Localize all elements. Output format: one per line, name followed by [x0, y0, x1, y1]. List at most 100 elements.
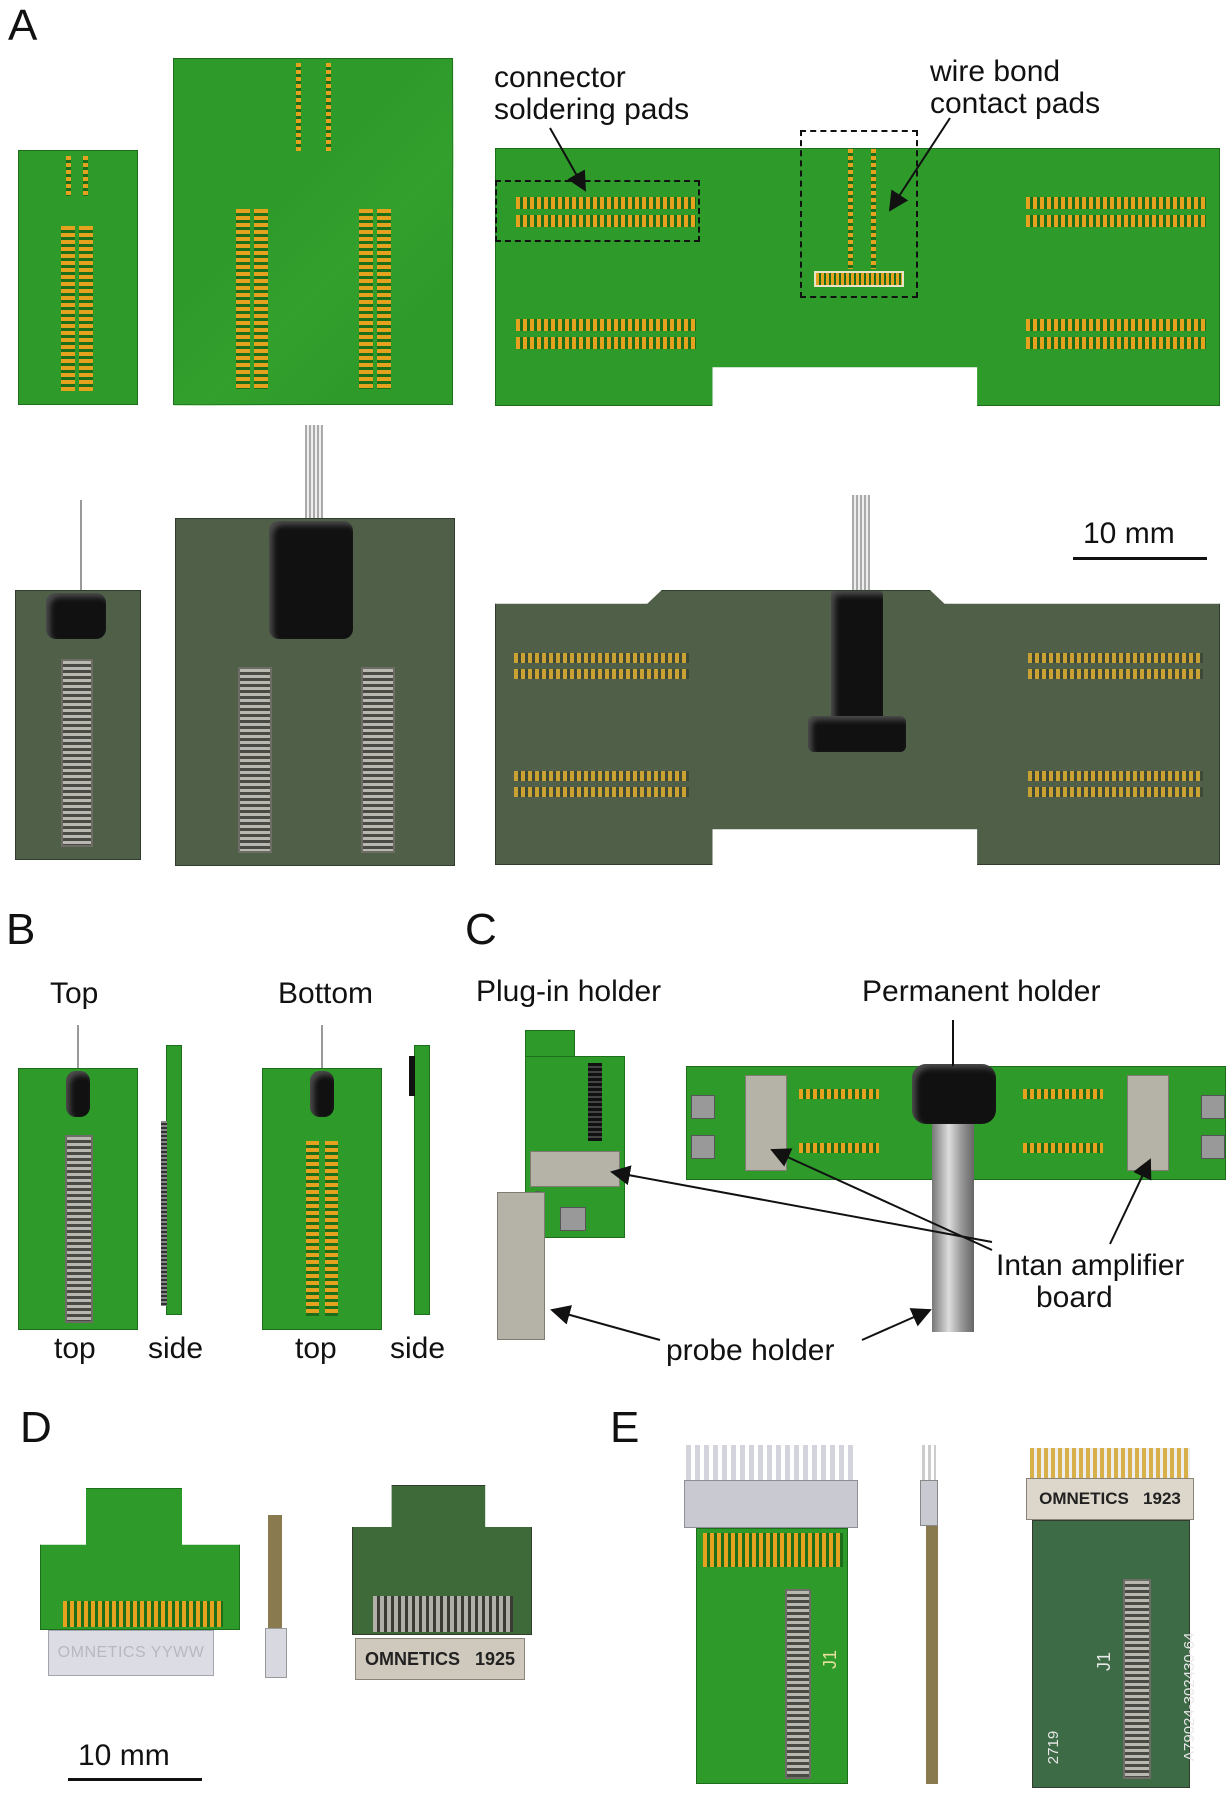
- small-probe-board-photo: [15, 590, 141, 860]
- connector-soldering-pads: [61, 226, 75, 391]
- panel-label-a: A: [8, 1, 38, 50]
- connector-text-photo-e: OMNETICS 1923: [1039, 1489, 1181, 1508]
- adapter-board-photo: J1 A79024-302430-64 2719: [1032, 1520, 1198, 1788]
- intan-label-line-1: Intan amplifier: [996, 1249, 1185, 1282]
- connector-soldering-pads: [516, 319, 696, 331]
- connector-soldering-pads: [359, 209, 373, 389]
- connector-soldering-pads: [63, 1601, 223, 1627]
- connector-text-photo: OMNETICS 1925: [364, 1649, 516, 1669]
- connector-soldering-pads: [799, 1143, 879, 1153]
- epoxy-encapsulation: [310, 1071, 334, 1117]
- omnetics-connector-photo: OMNETICS 1925: [355, 1638, 525, 1680]
- wire-bond-pads: [326, 63, 331, 151]
- connector-soldering-pads: [514, 653, 689, 663]
- connector-soldering-pads: [516, 215, 696, 227]
- connector-soldering-pads: [516, 337, 696, 349]
- mounted-connector: [1123, 1579, 1151, 1779]
- small-connector: [1201, 1095, 1225, 1119]
- connector-soldering-pads: [1026, 215, 1206, 227]
- connector-soldering-pads: [325, 1141, 338, 1316]
- board-side-view-top: [161, 1045, 182, 1315]
- epoxy-encapsulation: [831, 591, 883, 731]
- trace-fan-region: [174, 59, 454, 406]
- scale-label-d: 10 mm: [78, 1739, 170, 1772]
- wire-bond-pads: [83, 156, 88, 196]
- wire-bond-pad-bar: [814, 271, 904, 287]
- photo-pins: [373, 1596, 513, 1632]
- board-side-view-bottom: [409, 1045, 430, 1315]
- panel-label-c: C: [465, 905, 497, 954]
- arrow-probe-holder-plugin: [550, 1305, 661, 1341]
- mounted-connector: [65, 1135, 93, 1323]
- wirebond-label-line-1: wire bond: [930, 55, 1061, 88]
- epoxy-encapsulation: [46, 593, 106, 639]
- connector-soldering-pads: [254, 209, 268, 389]
- connector-soldering-pads: [799, 1089, 879, 1099]
- connector-soldering-pads: [1028, 653, 1203, 663]
- soldered-connector: [61, 659, 93, 847]
- connector-soldering-pads: [306, 1141, 319, 1316]
- large-probe-board-photo: [495, 590, 1220, 865]
- top-label-1: top: [54, 1332, 96, 1365]
- probe-holder-label: probe holder: [666, 1334, 835, 1367]
- connector-soldering-pads: [1023, 1143, 1103, 1153]
- connector-text-render: OMNETICS YYWW: [57, 1644, 205, 1661]
- scale-label-a: 10 mm: [1083, 517, 1175, 550]
- connector-soldering-pads-label: connector soldering pads: [494, 62, 689, 125]
- omnetics-connector-render: OMNETICS YYWW: [48, 1630, 214, 1676]
- side-label-1: side: [148, 1332, 204, 1365]
- top-label-2: top: [295, 1332, 337, 1365]
- scale-bar-d: [68, 1778, 202, 1781]
- epoxy-side-profile: [409, 1056, 415, 1096]
- intan-label-line-2: board: [1036, 1280, 1113, 1314]
- connector-soldering-pads: [1028, 787, 1203, 797]
- arrow-intan-right: [1109, 1158, 1152, 1245]
- intan-chip-plugin: [530, 1151, 620, 1187]
- holder-cap: [912, 1064, 996, 1124]
- wire-bond-pads: [296, 63, 301, 151]
- medium-probe-board-render: [173, 58, 454, 406]
- soldered-connector: [238, 667, 272, 853]
- probe-wire: [852, 495, 870, 590]
- panel-label-d: D: [20, 1403, 52, 1452]
- connector-side-profile: [161, 1121, 167, 1306]
- connector-soldering-pads: [236, 209, 250, 389]
- connector-soldering-pads: [514, 669, 689, 679]
- panel-label-b: B: [6, 905, 36, 954]
- small-probe-board-render: [18, 150, 138, 405]
- probe-wire: [305, 425, 323, 525]
- plugin-holder-heading: Plug-in holder: [476, 975, 662, 1008]
- adapter-side-view: [926, 1526, 938, 1784]
- adapter-side-header: [920, 1480, 938, 1526]
- soldered-connector: [361, 667, 395, 853]
- small-connector: [691, 1135, 715, 1159]
- side-label-2: side: [390, 1332, 446, 1365]
- probe-wire: [952, 1020, 954, 1066]
- arrow-intan-plugin: [610, 1165, 993, 1243]
- epoxy-encapsulation: [808, 716, 906, 752]
- permanent-probe-holder: [932, 1110, 974, 1332]
- mounted-connector: [785, 1589, 811, 1779]
- medium-probe-board-photo: [175, 518, 455, 866]
- connector-soldering-pads: [1023, 1089, 1103, 1099]
- adapter-side-connector: [265, 1628, 287, 1678]
- arrow-wirebond-pads: [888, 117, 951, 212]
- connector-label-line-1: connector: [494, 61, 626, 94]
- top-heading: Top: [50, 977, 99, 1010]
- connector-soldering-pads: [1026, 197, 1206, 209]
- connector-soldering-pads: [514, 771, 689, 781]
- small-connector: [1201, 1135, 1225, 1159]
- connector-soldering-pads: [703, 1533, 843, 1567]
- wire-bond-pads: [848, 149, 853, 269]
- intan-amplifier-board-label: Intan amplifier board: [996, 1250, 1184, 1313]
- permanent-holder-heading: Permanent holder: [862, 975, 1101, 1008]
- wire-bond-pads: [66, 156, 71, 196]
- probe-wire: [321, 1025, 323, 1070]
- header-pins-render: [686, 1445, 856, 1485]
- small-connector: [691, 1095, 715, 1119]
- arrow-probe-holder-permanent: [861, 1308, 932, 1341]
- wire-bond-contact-pads-label: wire bond contact pads: [930, 56, 1100, 119]
- probe-wire: [77, 1025, 79, 1070]
- intan-chip-right: [1127, 1075, 1169, 1171]
- header-pins-photo: [1030, 1448, 1190, 1480]
